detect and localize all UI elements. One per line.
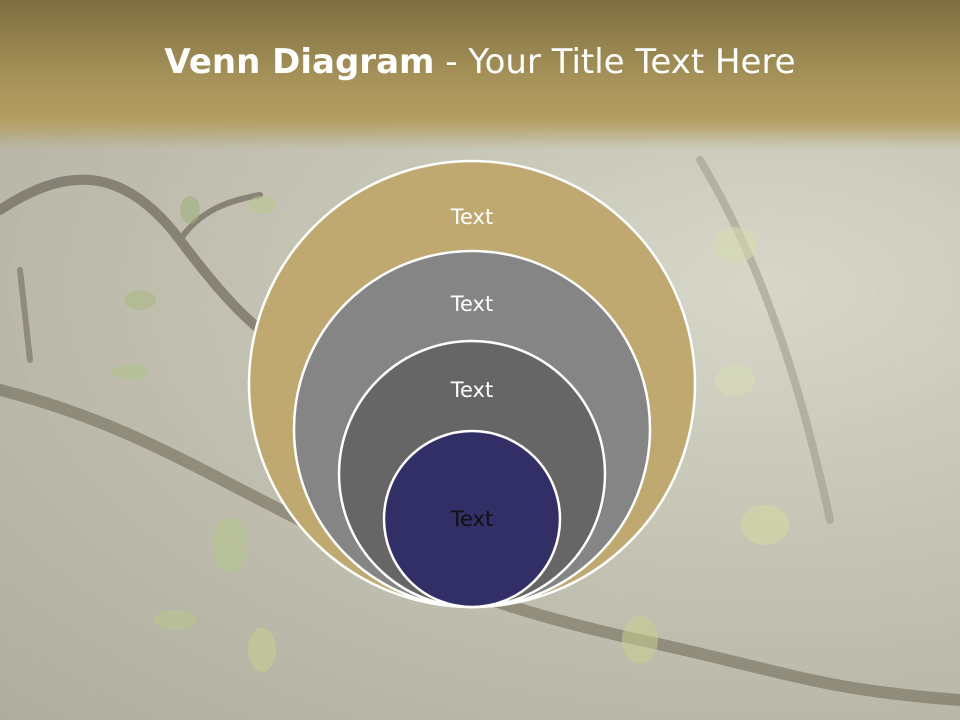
page-title: Venn Diagram - Your Title Text Here <box>0 42 960 82</box>
ring-inner-label: Text <box>450 507 493 531</box>
ring-third-label: Text <box>450 378 493 402</box>
title-bar: Venn Diagram - Your Title Text Here <box>0 0 960 150</box>
ring-inner-circle <box>382 429 562 609</box>
ring-outer-label: Text <box>450 205 493 229</box>
ring-second-label: Text <box>450 292 493 316</box>
title-bold: Venn Diagram <box>164 42 435 82</box>
title-rest: - Your Title Text Here <box>434 42 796 82</box>
